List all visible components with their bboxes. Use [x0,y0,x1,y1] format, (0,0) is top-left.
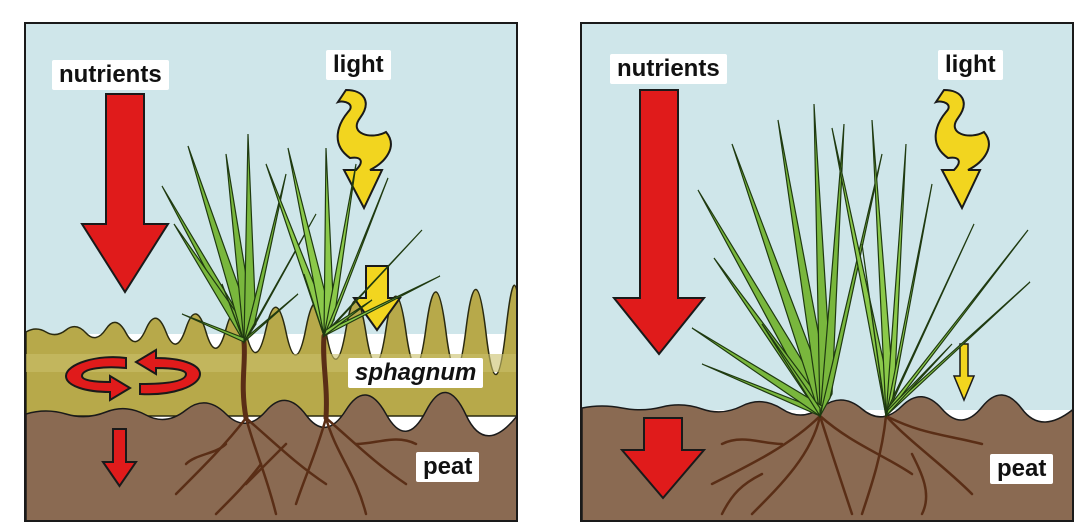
light-label: light [938,50,1003,80]
peat-label: peat [416,452,479,482]
right-panel-grass-peat: nutrients light peat [580,22,1074,522]
left-panel-sphagnum-bog: nutrients light sphagnum peat [24,22,518,522]
peat-label: peat [990,454,1053,484]
left-panel-illustration [26,24,518,522]
right-panel-illustration [582,24,1074,522]
nutrients-label: nutrients [610,54,727,84]
sphagnum-label: sphagnum [348,358,483,388]
nutrients-label: nutrients [52,60,169,90]
light-label: light [326,50,391,80]
